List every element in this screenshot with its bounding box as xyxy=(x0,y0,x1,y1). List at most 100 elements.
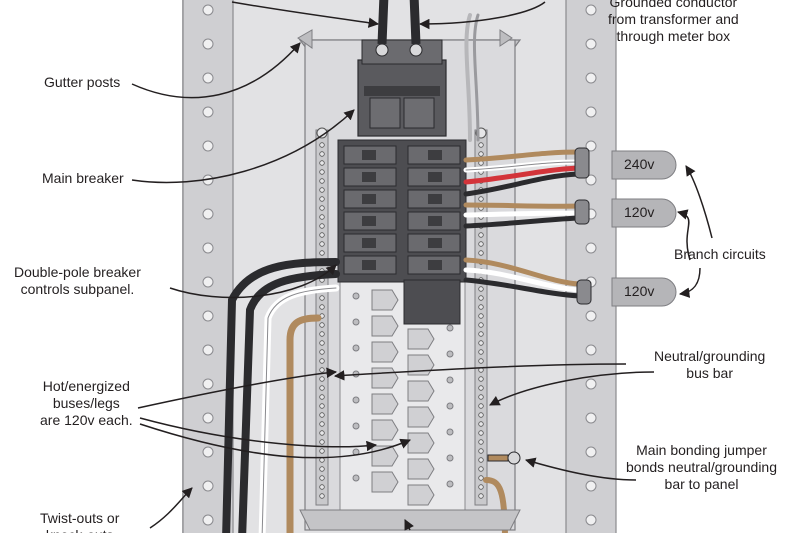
bottom-tray xyxy=(299,509,521,531)
bus-rivet xyxy=(352,318,360,326)
bar-screw xyxy=(319,232,325,238)
bus-rivet xyxy=(446,454,454,462)
bar-screw xyxy=(478,250,484,256)
knockout-hole xyxy=(585,38,597,50)
bar-screw xyxy=(478,340,484,346)
knockout-hole xyxy=(585,174,597,186)
branch-wires xyxy=(463,13,583,299)
bar-screw xyxy=(319,448,325,454)
knockout-hole xyxy=(585,446,597,458)
bar-screw xyxy=(319,430,325,436)
bar-screw xyxy=(478,349,484,355)
voltage-label-120v: 120v xyxy=(624,283,655,299)
bar-screw xyxy=(478,304,484,310)
bar-screw xyxy=(319,439,325,445)
bar-screw xyxy=(319,403,325,409)
bus-rivet xyxy=(446,402,454,410)
bus-finger xyxy=(371,419,399,441)
bar-screw xyxy=(478,457,484,463)
bar-screw xyxy=(478,331,484,337)
bar-screw xyxy=(478,322,484,328)
bar-screw xyxy=(319,394,325,400)
voltage-label-120v: 120v xyxy=(624,204,655,220)
bus-finger xyxy=(371,367,399,389)
bar-screw xyxy=(319,241,325,247)
breaker-toggle xyxy=(428,216,442,226)
bar-screw xyxy=(319,421,325,427)
bar-screw xyxy=(319,358,325,364)
bar-screw xyxy=(478,142,484,148)
knockout-hole xyxy=(585,412,597,424)
knockout-hole xyxy=(585,242,597,254)
knockout-hole xyxy=(202,38,214,50)
breaker-toggle xyxy=(362,172,376,182)
breaker-toggle xyxy=(362,216,376,226)
bar-screw xyxy=(319,160,325,166)
breaker-toggle xyxy=(362,238,376,248)
knockout-hole xyxy=(202,344,214,356)
label-neutral-bus-bar: Neutral/grounding bus bar xyxy=(654,348,766,381)
knockout-hole xyxy=(202,514,214,526)
bar-screw xyxy=(319,178,325,184)
bar-screw xyxy=(319,151,325,157)
knockout-hole xyxy=(202,242,214,254)
cable-connector xyxy=(574,199,590,225)
knockout-hole xyxy=(202,276,214,288)
label-grounded-conductor: Grounded conductor from transformer and … xyxy=(608,0,739,44)
main-breaker-lugs xyxy=(361,39,443,65)
voltage-pills xyxy=(611,150,677,307)
bar-screw xyxy=(478,295,484,301)
knockout-hole xyxy=(202,378,214,390)
bar-screw xyxy=(319,367,325,373)
bar-screw xyxy=(478,151,484,157)
knockout-hole xyxy=(585,480,597,492)
bar-screw xyxy=(319,214,325,220)
bus-rivet xyxy=(446,480,454,488)
main-breaker-handle xyxy=(364,86,440,96)
breaker-toggle xyxy=(362,194,376,204)
bar-screw xyxy=(319,475,325,481)
label-branch-circuits: Branch circuits xyxy=(674,246,766,262)
label-main-breaker: Main breaker xyxy=(42,170,124,186)
breaker-toggle xyxy=(428,172,442,182)
bus-rivet xyxy=(446,350,454,358)
bar-screw xyxy=(319,223,325,229)
breaker-toggle xyxy=(428,260,442,270)
bar-screw xyxy=(478,313,484,319)
knockout-hole xyxy=(585,344,597,356)
main-breaker-switch xyxy=(369,97,401,129)
bar-screw xyxy=(319,187,325,193)
gutter-post-left xyxy=(297,29,313,49)
knockout-hole xyxy=(202,310,214,322)
branch-breakers xyxy=(343,145,461,325)
bar-screw xyxy=(478,439,484,445)
bar-screw xyxy=(478,385,484,391)
bar-screw xyxy=(319,376,325,382)
bar-screw xyxy=(478,232,484,238)
bus-finger xyxy=(407,432,435,454)
bar-screw xyxy=(319,493,325,499)
knockout-hole xyxy=(202,72,214,84)
bar-screw xyxy=(478,286,484,292)
bar-screw xyxy=(478,493,484,499)
label-double-pole-breaker: Double-pole breaker controls subpanel. xyxy=(14,264,141,297)
bar-screw xyxy=(319,466,325,472)
label-gutter-posts: Gutter posts xyxy=(44,74,121,90)
knockout-hole xyxy=(585,106,597,118)
bar-screw xyxy=(478,412,484,418)
bus-rivet xyxy=(352,292,360,300)
bus-finger xyxy=(407,380,435,402)
knockout-hole xyxy=(202,140,214,152)
breaker-lower xyxy=(403,279,461,325)
breaker-toggle xyxy=(428,150,442,160)
label-twist-outs: Twist-outs or knock-outs xyxy=(40,510,120,533)
knockout-hole xyxy=(202,4,214,16)
knockout-hole xyxy=(585,140,597,152)
bus-rivet xyxy=(352,474,360,482)
lug-screw xyxy=(409,43,423,57)
lug-screw xyxy=(375,43,389,57)
knockout-hole xyxy=(202,208,214,220)
bus-rivet xyxy=(352,422,360,430)
bar-screw xyxy=(319,484,325,490)
bus-finger xyxy=(371,315,399,337)
